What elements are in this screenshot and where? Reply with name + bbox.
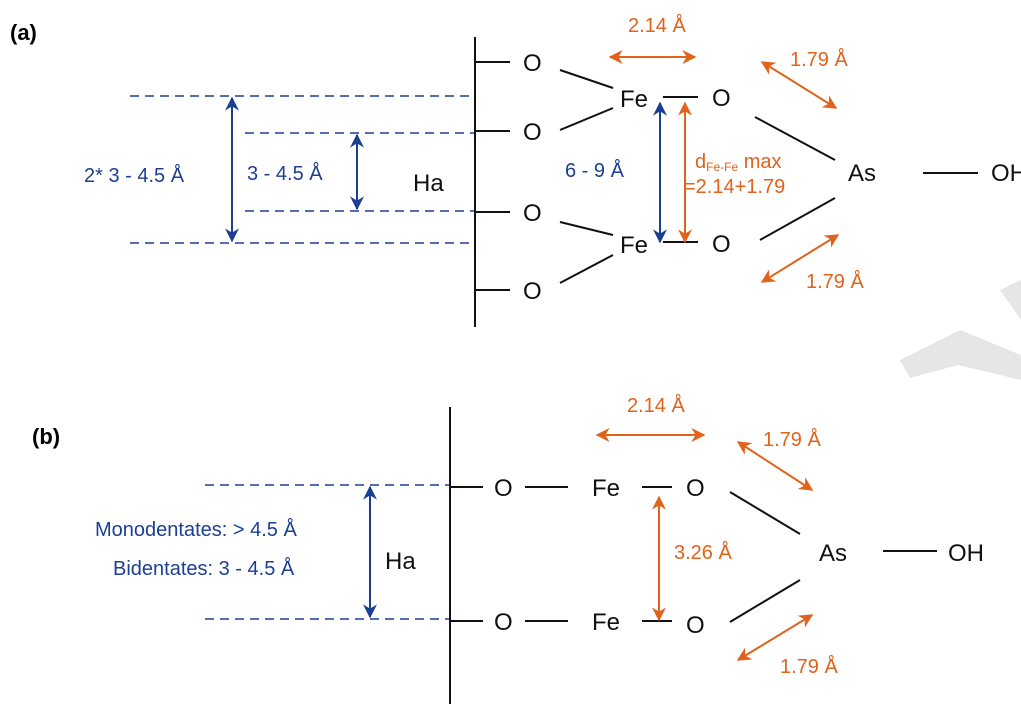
fe-fe-max-label-a: dFe-Fe max bbox=[695, 151, 781, 174]
watermark-arrow-icon bbox=[900, 280, 1021, 380]
oxygen-atom-a-1: O bbox=[523, 50, 542, 77]
o-as-bond-a-top bbox=[754, 116, 836, 161]
fe-fe-distance-label-b: 3.26 Å bbox=[674, 541, 732, 564]
o-as-bond-b-bottom bbox=[729, 579, 801, 623]
inner-distance-label-a: 3 - 4.5 Å bbox=[247, 162, 323, 185]
oxygen-atom-b-2: O bbox=[494, 609, 513, 636]
o-as-bond-a-bottom bbox=[759, 197, 836, 241]
surface-label-a: Ha bbox=[413, 170, 444, 197]
oxygen-atom-a-3: O bbox=[523, 200, 542, 227]
fe-fe-max-sum-a: =2.14+1.79 bbox=[684, 176, 785, 198]
iron-atom-a-bottom: Fe bbox=[620, 232, 648, 259]
oxygen-atom-a-4: O bbox=[523, 278, 542, 305]
bidentates-label: Bidentates: 3 - 4.5 Å bbox=[113, 557, 295, 580]
arsenic-atom-b: As bbox=[819, 540, 847, 567]
fe-o-distance-label-a: 2.14 Å bbox=[628, 14, 686, 37]
as-o-distance-label-b-bottom: 1.79 Å bbox=[780, 655, 838, 678]
as-o-distance-label-b-top: 1.79 Å bbox=[763, 428, 821, 451]
surface-label-b: Ha bbox=[385, 548, 416, 575]
monodentates-label: Monodentates: > 4.5 Å bbox=[95, 518, 297, 541]
panel-a: (a) O O O O Fe Fe O O As OH Ha bbox=[10, 14, 1021, 327]
oxygen-atom-b-1: O bbox=[494, 475, 513, 502]
o-fe-bond-a-2 bbox=[559, 107, 614, 131]
o-fe-bond-a-1 bbox=[559, 69, 614, 89]
arsenic-atom-a: As bbox=[848, 160, 876, 187]
fe-fe-max-subscript: Fe-Fe bbox=[706, 160, 738, 174]
as-o-distance-arrow-b-top bbox=[736, 441, 814, 491]
panel-b: (b) O O Fe Fe O O As OH Ha 2.14 Å 1.79 Å… bbox=[32, 394, 984, 704]
fe-fe-distance-label-a: 6 - 9 Å bbox=[565, 159, 625, 182]
outer-distance-label-a: 2* 3 - 4.5 Å bbox=[84, 164, 185, 187]
o-fe-bond-a-3 bbox=[559, 221, 614, 236]
fe-fe-max-prefix: d bbox=[695, 151, 706, 173]
hydroxyl-group-b: OH bbox=[948, 540, 984, 567]
hydroxyl-group-a: OH bbox=[991, 160, 1021, 187]
panel-a-label: (a) bbox=[10, 20, 37, 45]
oxygen-atom-a-2: O bbox=[523, 119, 542, 146]
oxygen-atom-b-3: O bbox=[686, 475, 705, 502]
fe-o-distance-label-b: 2.14 Å bbox=[627, 394, 685, 417]
as-o-distance-arrow-b-bottom bbox=[736, 614, 814, 661]
as-o-distance-arrow-a-top bbox=[760, 61, 838, 109]
as-o-distance-label-a-bottom: 1.79 Å bbox=[806, 270, 864, 293]
o-fe-bond-a-4 bbox=[559, 254, 614, 284]
as-o-distance-label-a-top: 1.79 Å bbox=[790, 48, 848, 71]
o-as-bond-b-top bbox=[729, 491, 801, 535]
as-o-distance-arrow-a-bottom bbox=[760, 234, 840, 283]
oxygen-atom-a-6: O bbox=[712, 231, 731, 258]
fe-fe-max-suffix: max bbox=[738, 151, 781, 173]
panel-b-label: (b) bbox=[32, 424, 60, 449]
iron-atom-b-bottom: Fe bbox=[592, 609, 620, 636]
oxygen-atom-b-4: O bbox=[686, 612, 705, 639]
iron-atom-b-top: Fe bbox=[592, 475, 620, 502]
iron-atom-a-top: Fe bbox=[620, 86, 648, 113]
oxygen-atom-a-5: O bbox=[712, 85, 731, 112]
